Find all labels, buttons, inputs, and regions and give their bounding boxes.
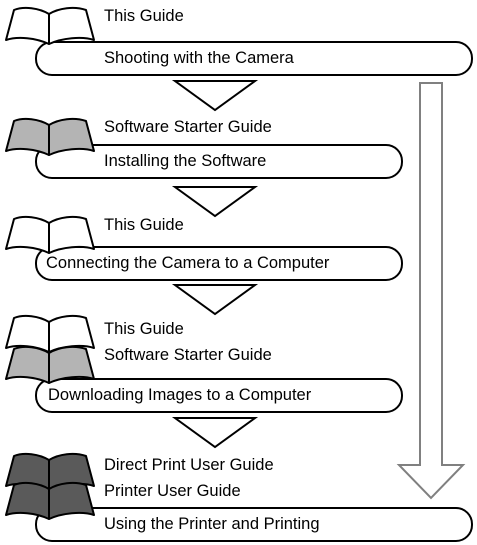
down-chevron-icon (171, 80, 259, 112)
open-book-icon (5, 345, 95, 384)
step-box (35, 246, 403, 281)
guide-label: Direct Print User Guide (104, 456, 274, 474)
open-book-icon (5, 215, 95, 254)
guide-label: This Guide (104, 7, 184, 25)
guide-label: Software Starter Guide (104, 118, 272, 136)
step-task-label: Installing the Software (104, 152, 267, 170)
step-box (35, 378, 403, 413)
guide-label: This Guide (104, 216, 184, 234)
step-box (35, 144, 403, 179)
guide-label: Printer User Guide (104, 482, 241, 500)
down-chevron-icon (171, 284, 259, 316)
open-book-icon (5, 314, 95, 353)
step-task-label: Shooting with the Camera (104, 49, 294, 67)
open-book-icon (5, 117, 95, 156)
open-book-icon (5, 481, 95, 520)
down-chevron-icon (171, 417, 259, 449)
step-task-label: Downloading Images to a Computer (48, 386, 312, 404)
step-task-label: Using the Printer and Printing (104, 515, 320, 533)
down-arrow-icon (396, 82, 466, 500)
open-book-icon (5, 6, 95, 45)
step-task-label: Connecting the Camera to a Computer (46, 254, 330, 272)
down-chevron-icon (171, 186, 259, 218)
guide-label: Software Starter Guide (104, 346, 272, 364)
guide-label: This Guide (104, 320, 184, 338)
step-box (35, 41, 473, 76)
step-box (35, 507, 473, 542)
